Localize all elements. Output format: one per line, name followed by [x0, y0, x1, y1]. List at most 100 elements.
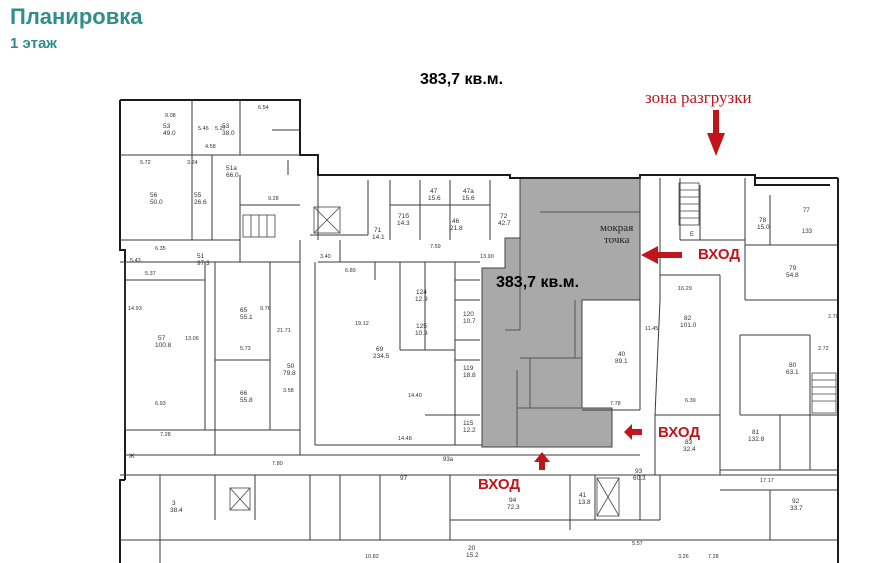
room-label: 94	[509, 497, 517, 504]
svg-text:19.12: 19.12	[355, 321, 369, 327]
room-area: 66.0	[226, 172, 239, 179]
svg-text:2.72: 2.72	[818, 346, 829, 352]
room-area: 132.8	[748, 436, 765, 443]
room-area: 38.0	[222, 130, 235, 137]
room-label: 40	[618, 351, 626, 358]
svg-text:5.73: 5.73	[240, 346, 251, 352]
room-label: 51	[197, 253, 205, 260]
svg-text:3.40: 3.40	[320, 254, 331, 260]
room-label: 50	[287, 363, 295, 370]
svg-text:2.70: 2.70	[828, 314, 839, 320]
room-labels: 53 49.0 53 38.0 56 50.0 55 26.6 51а 66.0…	[150, 123, 803, 559]
room-label: 41	[579, 492, 587, 499]
room-area: 14.3	[397, 220, 410, 227]
room-area: 38.4	[170, 507, 183, 514]
svg-text:3.24: 3.24	[187, 160, 198, 166]
svg-text:5.27: 5.27	[215, 126, 226, 132]
svg-text:9.08: 9.08	[165, 113, 176, 119]
svg-text:4.58: 4.58	[205, 144, 216, 150]
svg-text:7.28: 7.28	[160, 432, 171, 438]
svg-text:11.45: 11.45	[645, 326, 658, 332]
svg-text:6.89: 6.89	[345, 268, 356, 274]
entrance-label-right: ВХОД	[698, 246, 740, 263]
unload-zone-label: зона разгрузки	[645, 88, 752, 107]
svg-text:7.80: 7.80	[272, 461, 283, 467]
floor-label: 1 этаж	[10, 35, 57, 52]
svg-text:9.28: 9.28	[268, 196, 279, 202]
svg-text:13.06: 13.06	[185, 336, 199, 342]
room-area: 50.0	[150, 199, 163, 206]
svg-text:16.29: 16.29	[678, 286, 692, 292]
room-label: 83	[685, 439, 693, 446]
room-area: 15.6	[428, 195, 441, 202]
svg-text:17.17: 17.17	[760, 478, 774, 484]
svg-text:7.28: 7.28	[708, 554, 719, 560]
room-label: 119	[463, 365, 474, 372]
interior-walls	[120, 100, 838, 563]
entrance-label-bottom: ВХОД	[478, 476, 520, 493]
svg-text:5.37: 5.37	[145, 271, 156, 277]
page-title: Планировка	[10, 4, 143, 29]
room-area: 15.0	[757, 224, 770, 231]
room-area: 10.7	[463, 318, 476, 325]
room-label: 125	[416, 323, 427, 330]
svg-text:6.35: 6.35	[155, 246, 166, 252]
svg-text:7.59: 7.59	[430, 244, 441, 250]
room-label: 92	[792, 498, 800, 505]
entrance-arrow-right-icon	[641, 246, 682, 264]
room-label: 69	[376, 346, 384, 353]
room-label: 71б	[398, 212, 409, 220]
room-label: 47а	[463, 188, 474, 195]
wet-point-label-2: точка	[604, 234, 630, 246]
svg-text:14.48: 14.48	[398, 436, 412, 442]
room-label: 80	[789, 362, 797, 369]
room-area: 13.8	[578, 499, 591, 506]
room-label: 93	[635, 468, 643, 475]
svg-text:14.40: 14.40	[408, 393, 422, 399]
room-label: 124	[416, 289, 427, 296]
total-area-label: 383,7 кв.м.	[420, 71, 504, 88]
room-label: 72	[500, 213, 508, 220]
svg-text:5.43: 5.43	[130, 258, 141, 264]
room-label: 82	[684, 315, 692, 322]
room-label: 51а	[226, 165, 237, 172]
room-label: 65	[240, 307, 248, 314]
room-label: 53	[222, 123, 230, 130]
room-label: 57	[158, 335, 166, 342]
svg-text:133: 133	[802, 229, 813, 235]
room-label: 120	[463, 311, 474, 318]
svg-text:6.54: 6.54	[258, 105, 269, 111]
room-area: 89.1	[615, 358, 628, 365]
svg-text:9.76: 9.76	[260, 306, 271, 312]
room-area: 26.6	[194, 199, 207, 206]
room-area: 14.1	[372, 234, 385, 241]
room-label: 71	[374, 227, 382, 234]
svg-text:3.26: 3.26	[678, 554, 689, 560]
room-area: 55.8	[240, 397, 253, 404]
svg-text:Е: Е	[690, 232, 694, 238]
room-label: 78	[759, 217, 767, 224]
room-area: 60.3	[633, 475, 646, 482]
room-label: 47	[430, 188, 438, 195]
room-area: 101.0	[680, 322, 697, 329]
room-area: 97.3	[197, 260, 210, 267]
room-area: 49.0	[163, 130, 176, 137]
highlight-area-label: 383,7 кв.м.	[496, 274, 579, 291]
room-label: 20	[468, 545, 476, 552]
svg-text:21.71: 21.71	[277, 328, 291, 334]
svg-text:93а: 93а	[443, 457, 454, 463]
room-area: 15.2	[466, 552, 479, 559]
room-label: 81	[752, 429, 760, 436]
svg-text:Ж: Ж	[129, 454, 135, 460]
svg-text:3.58: 3.58	[283, 388, 294, 394]
room-label: 66	[240, 390, 248, 397]
room-area: 18.8	[463, 372, 476, 379]
room-area: 33.7	[790, 505, 803, 512]
svg-text:13.90: 13.90	[480, 254, 494, 260]
room-area: 42.7	[498, 220, 511, 227]
room-label: 3	[172, 500, 176, 507]
room-label: 46	[452, 218, 460, 225]
svg-text:10.82: 10.82	[365, 554, 379, 560]
svg-text:5.46: 5.46	[198, 126, 209, 132]
highlight-inner-walls	[505, 211, 640, 447]
